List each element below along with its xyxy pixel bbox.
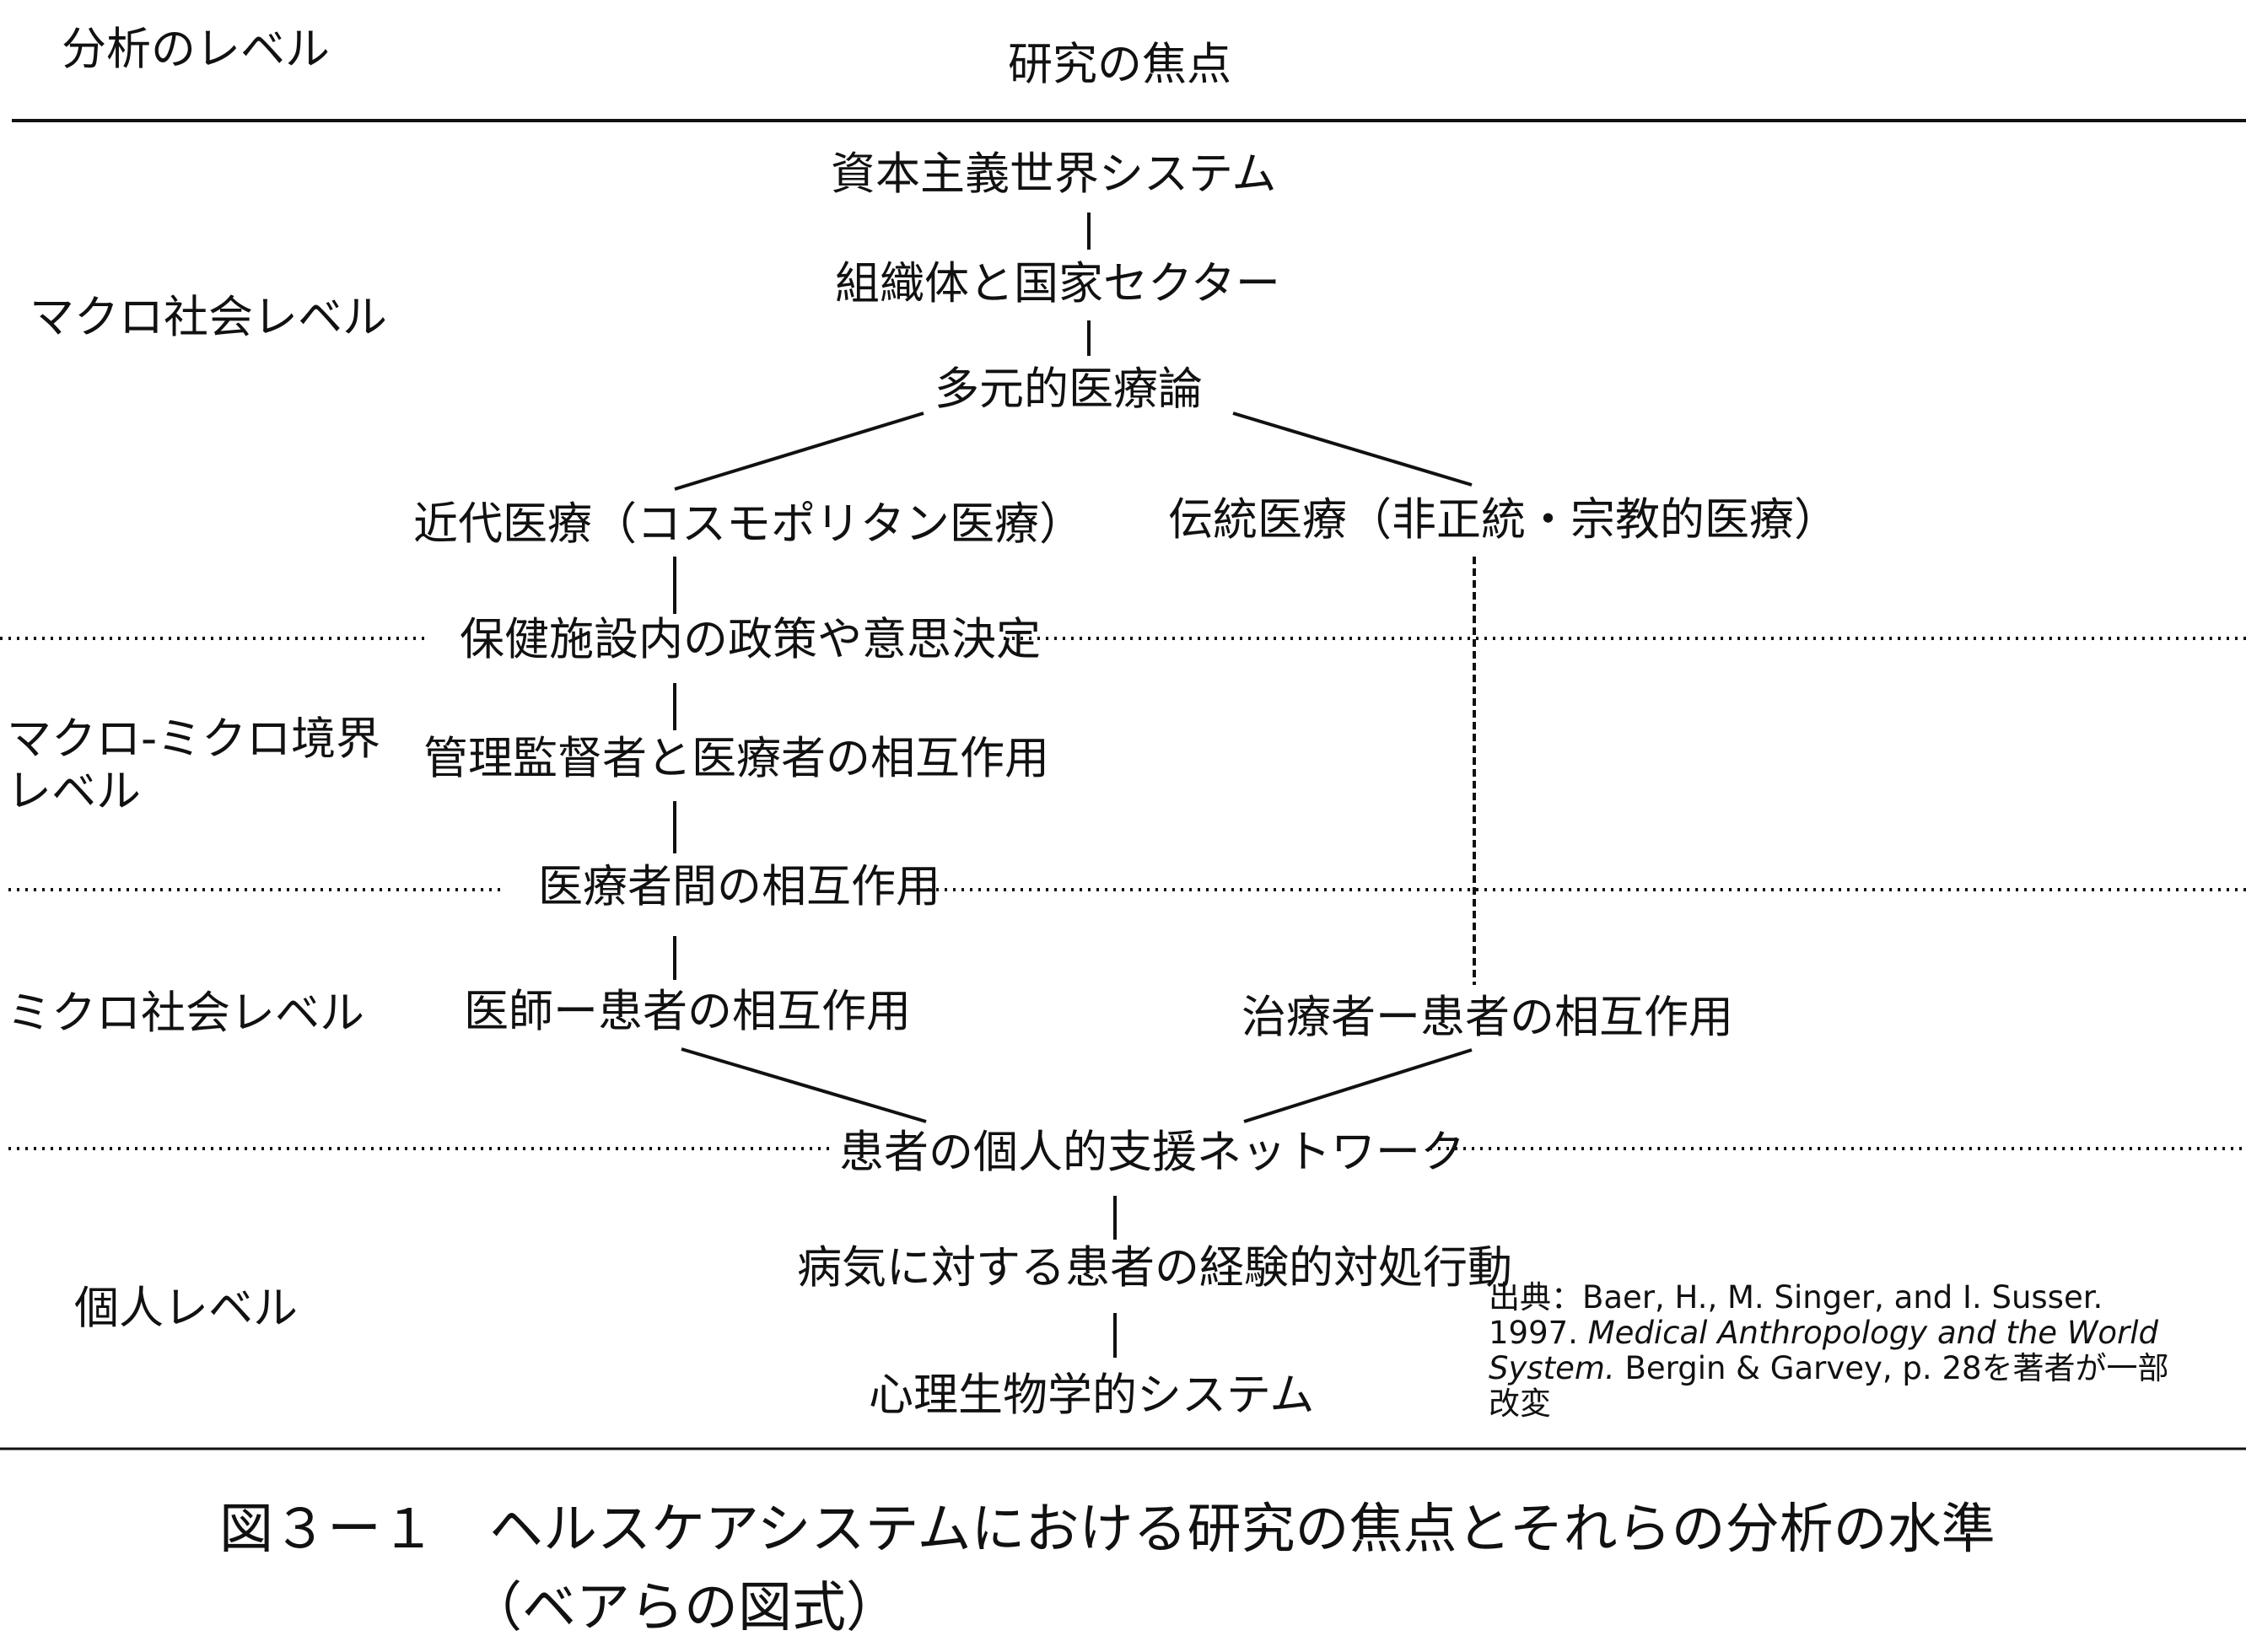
connector [681,1047,927,1123]
source-line3: System. Bergin & Garvey, p. 28を著者が一部 [1489,1350,2169,1386]
level-boundary-line1: マクロ-ミクロ境界 [7,713,381,765]
node-healer-patient: 治療者ー患者の相互作用 [1241,992,1733,1043]
level-boundary-line2: レベル [7,766,141,817]
node-doctor-patient: 医師ー患者の相互作用 [464,986,911,1037]
node-world-system: 資本主義世界システム [831,148,1277,200]
connectors [673,213,1473,1358]
node-pluralism: 多元的医療論 [934,363,1203,415]
source-line1: 出典：Baer, H., M. Singer, and I. Susser. [1489,1279,2103,1316]
node-modern-medicine: 近代医療（コスモポリタン医療） [413,498,1084,550]
connector [674,412,924,491]
research-focus-header: 研究の焦点 [1008,39,1231,90]
node-support-network: 患者の個人的支援ネットワーク [839,1127,1465,1178]
level-macro: マクロ社会レベル [30,292,387,343]
node-org-state: 組織体と国家セクター [835,258,1280,309]
level-micro: ミクロ社会レベル [7,987,364,1039]
connector [1232,412,1473,487]
source-citation: 出典：Baer, H., M. Singer, and I. Susser. 1… [1489,1280,2169,1422]
level-individual: 個人レベル [74,1283,298,1334]
node-provider-interaction: 医療者間の相互作用 [538,861,940,912]
level-boundaries [0,637,2246,1150]
node-psychobiological-system: 心理生物学的システム [869,1369,1315,1421]
node-traditional-medicine: 伝統医療（非正統・宗教的医療） [1168,494,1839,546]
node-manager-interaction: 管理監督者と医療者の相互作用 [423,733,1049,784]
node-policy: 保健施設内の政策や意思決定 [460,614,1041,665]
node-coping-behavior: 病気に対する患者の経験的対処行動 [797,1242,1512,1294]
figure-caption-subtitle: （ベアらの図式） [468,1577,900,1639]
figure-caption: 図３ー１ ヘルスケアシステムにおける研究の焦点とそれらの分析の水準 [219,1499,1996,1561]
connector [1243,1048,1473,1123]
source-line2: 1997. Medical Anthropology and the World [1489,1315,2159,1351]
analysis-level-header: 分析のレベル [62,24,330,75]
source-line4: 改変 [1489,1386,1551,1422]
